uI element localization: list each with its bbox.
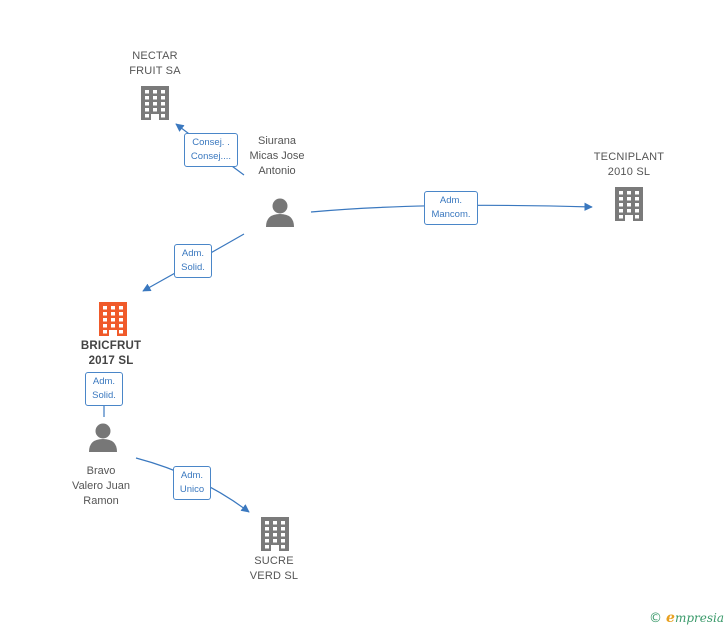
building-icon (615, 187, 643, 221)
building-icon (141, 86, 169, 120)
edge-label[interactable]: Consej. . Consej.... (183, 133, 239, 167)
node-label: NECTAR FRUIT SA (129, 50, 181, 77)
person-icon-wrapper[interactable] (264, 197, 296, 232)
company-icon-wrapper[interactable] (138, 84, 172, 125)
brand-logo: ©empresia (649, 610, 724, 626)
company-icon-wrapper[interactable] (612, 185, 646, 226)
edge-label[interactable]: Adm. Solid. (85, 372, 123, 406)
node-label: SUCRE VERD SL (249, 555, 299, 582)
node-label: Bravo Valero Juan Ramon (72, 465, 130, 507)
node-label: TECNIPLANT 2010 SL (593, 151, 665, 178)
edge-label[interactable]: Adm. Mancom. (424, 191, 478, 225)
building-icon (261, 517, 289, 551)
edge-label[interactable]: Adm. Unico (172, 466, 212, 500)
company-icon-wrapper[interactable] (96, 300, 130, 341)
building-icon (99, 302, 127, 336)
node-label: Siurana Micas Jose Antonio (249, 135, 305, 177)
node-label: BRICFRUT 2017 SL (80, 340, 142, 367)
person-icon (89, 423, 117, 452)
person-icon-wrapper[interactable] (87, 422, 119, 457)
company-icon-wrapper[interactable] (258, 515, 292, 556)
person-icon (266, 198, 294, 227)
edge-label[interactable]: Adm. Solid. (174, 244, 212, 278)
